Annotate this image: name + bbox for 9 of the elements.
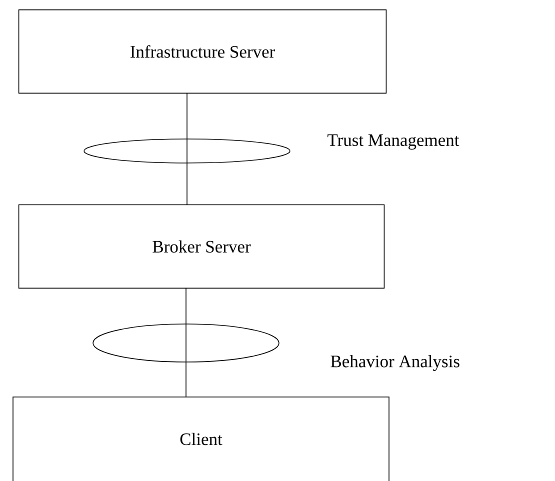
process-box: Infrastructure Server xyxy=(18,9,387,94)
connector-line xyxy=(186,162,188,206)
ellipse-shape xyxy=(84,138,290,164)
side-label: Trust Management xyxy=(328,134,460,150)
process-box: Client xyxy=(12,396,390,481)
connector-line xyxy=(186,92,188,139)
ellipse-shape xyxy=(92,323,280,363)
side-label: Behavior Analysis xyxy=(330,355,460,371)
process-box: Broker Server xyxy=(18,204,385,289)
